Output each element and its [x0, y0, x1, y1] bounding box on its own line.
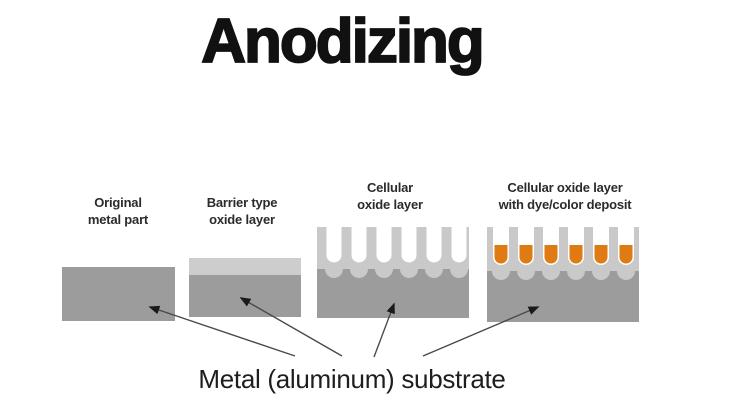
diagram-title: Anodizing [200, 6, 485, 77]
label-cellular-oxide-layer-with-dye: Cellular oxide layer with dye/color depo… [498, 180, 632, 212]
panel-barrier-oxide-layer-band [189, 258, 301, 275]
label-cellular-oxide-layer: Cellular oxide layer [357, 180, 423, 212]
arrow-to-panel-3 [373, 302, 395, 358]
label-barrier-type-oxide-layer: Barrier type oxide layer [206, 195, 278, 227]
oxide-finger-band [487, 227, 639, 271]
substrate-block [487, 271, 639, 322]
substrate-caption: Metal (aluminum) substrate [198, 364, 506, 394]
arrow-to-panel-1 [148, 305, 296, 357]
label-original-metal-part: Original metal part [87, 195, 149, 227]
scallop-bumps [492, 262, 635, 280]
oxide-finger-band [317, 227, 469, 269]
arrow-to-panel-4 [422, 306, 540, 357]
scallop-bumps [325, 260, 468, 278]
panel-barrier-substrate-block [189, 275, 301, 317]
arrow-to-panel-2 [239, 297, 343, 357]
panel-cellular-oxide-with-dye-graphic [487, 227, 639, 322]
